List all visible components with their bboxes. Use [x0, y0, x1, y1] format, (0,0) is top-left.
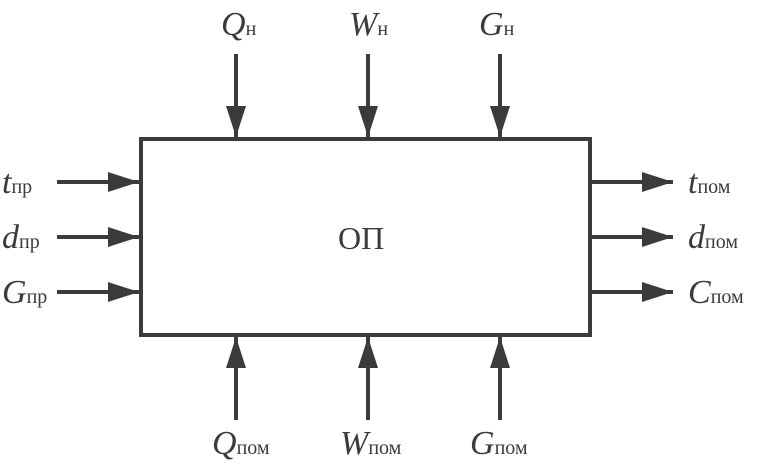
bottom-label-g-var: G: [470, 425, 495, 462]
right-label-c: Cпом: [688, 276, 744, 310]
left-label-d: dпр: [2, 221, 40, 255]
top-label-q-var: Q: [221, 6, 246, 43]
top-label-w: Wн: [349, 8, 388, 42]
right-label-d-var: d: [688, 219, 705, 256]
bottom-label-w-sub: пом: [368, 437, 402, 459]
bottom-label-q: Qпом: [212, 427, 270, 461]
top-label-w-sub: н: [377, 18, 389, 40]
right-label-d: dпом: [688, 221, 738, 255]
arrowhead-left-g: [108, 282, 139, 302]
right-arrows: [592, 172, 673, 302]
left-label-t-sub: пр: [11, 176, 33, 198]
arrowhead-bottom-q: [226, 337, 246, 368]
right-label-d-sub: пом: [705, 231, 738, 253]
bottom-arrows: [226, 337, 510, 420]
left-label-t: tпр: [2, 166, 32, 200]
bottom-label-g-sub: пом: [494, 437, 528, 459]
top-label-g-var: G: [479, 6, 504, 43]
top-label-q: Qн: [221, 8, 256, 42]
top-arrows: [226, 54, 510, 137]
arrowhead-left-t: [108, 172, 139, 192]
top-label-g-sub: н: [503, 18, 515, 40]
bottom-label-w: Wпом: [340, 427, 401, 461]
bottom-label-q-sub: пом: [236, 437, 270, 459]
top-label-w-var: W: [349, 6, 378, 43]
left-arrows: [57, 172, 139, 302]
arrowhead-left-d: [108, 227, 139, 247]
right-label-c-sub: пом: [710, 286, 744, 308]
bottom-label-q-var: Q: [212, 425, 237, 462]
right-label-t-var: t: [688, 164, 698, 201]
right-label-t: tпом: [688, 166, 730, 200]
arrowhead-right-t: [642, 172, 673, 192]
top-label-q-sub: н: [245, 18, 257, 40]
left-label-d-var: d: [2, 219, 19, 256]
top-label-g: Gн: [479, 8, 514, 42]
left-label-t-var: t: [2, 164, 12, 201]
arrowhead-top-q: [226, 106, 246, 137]
right-label-t-sub: пом: [697, 176, 731, 198]
arrowhead-bottom-w: [358, 337, 378, 368]
bottom-label-w-var: W: [340, 425, 369, 462]
arrowhead-right-d: [642, 227, 673, 247]
left-label-g: Gпр: [2, 276, 47, 310]
object-block: [139, 137, 592, 337]
left-label-g-sub: пр: [26, 286, 48, 308]
arrowhead-right-c: [642, 282, 673, 302]
block-label: ОП: [338, 220, 385, 256]
arrowhead-top-g: [490, 106, 510, 137]
right-label-c-var: C: [688, 274, 711, 311]
arrowhead-bottom-g: [490, 337, 510, 368]
arrowhead-top-w: [358, 106, 378, 137]
bottom-label-g: Gпом: [470, 427, 528, 461]
left-label-d-sub: пр: [19, 231, 40, 253]
left-label-g-var: G: [2, 274, 27, 311]
